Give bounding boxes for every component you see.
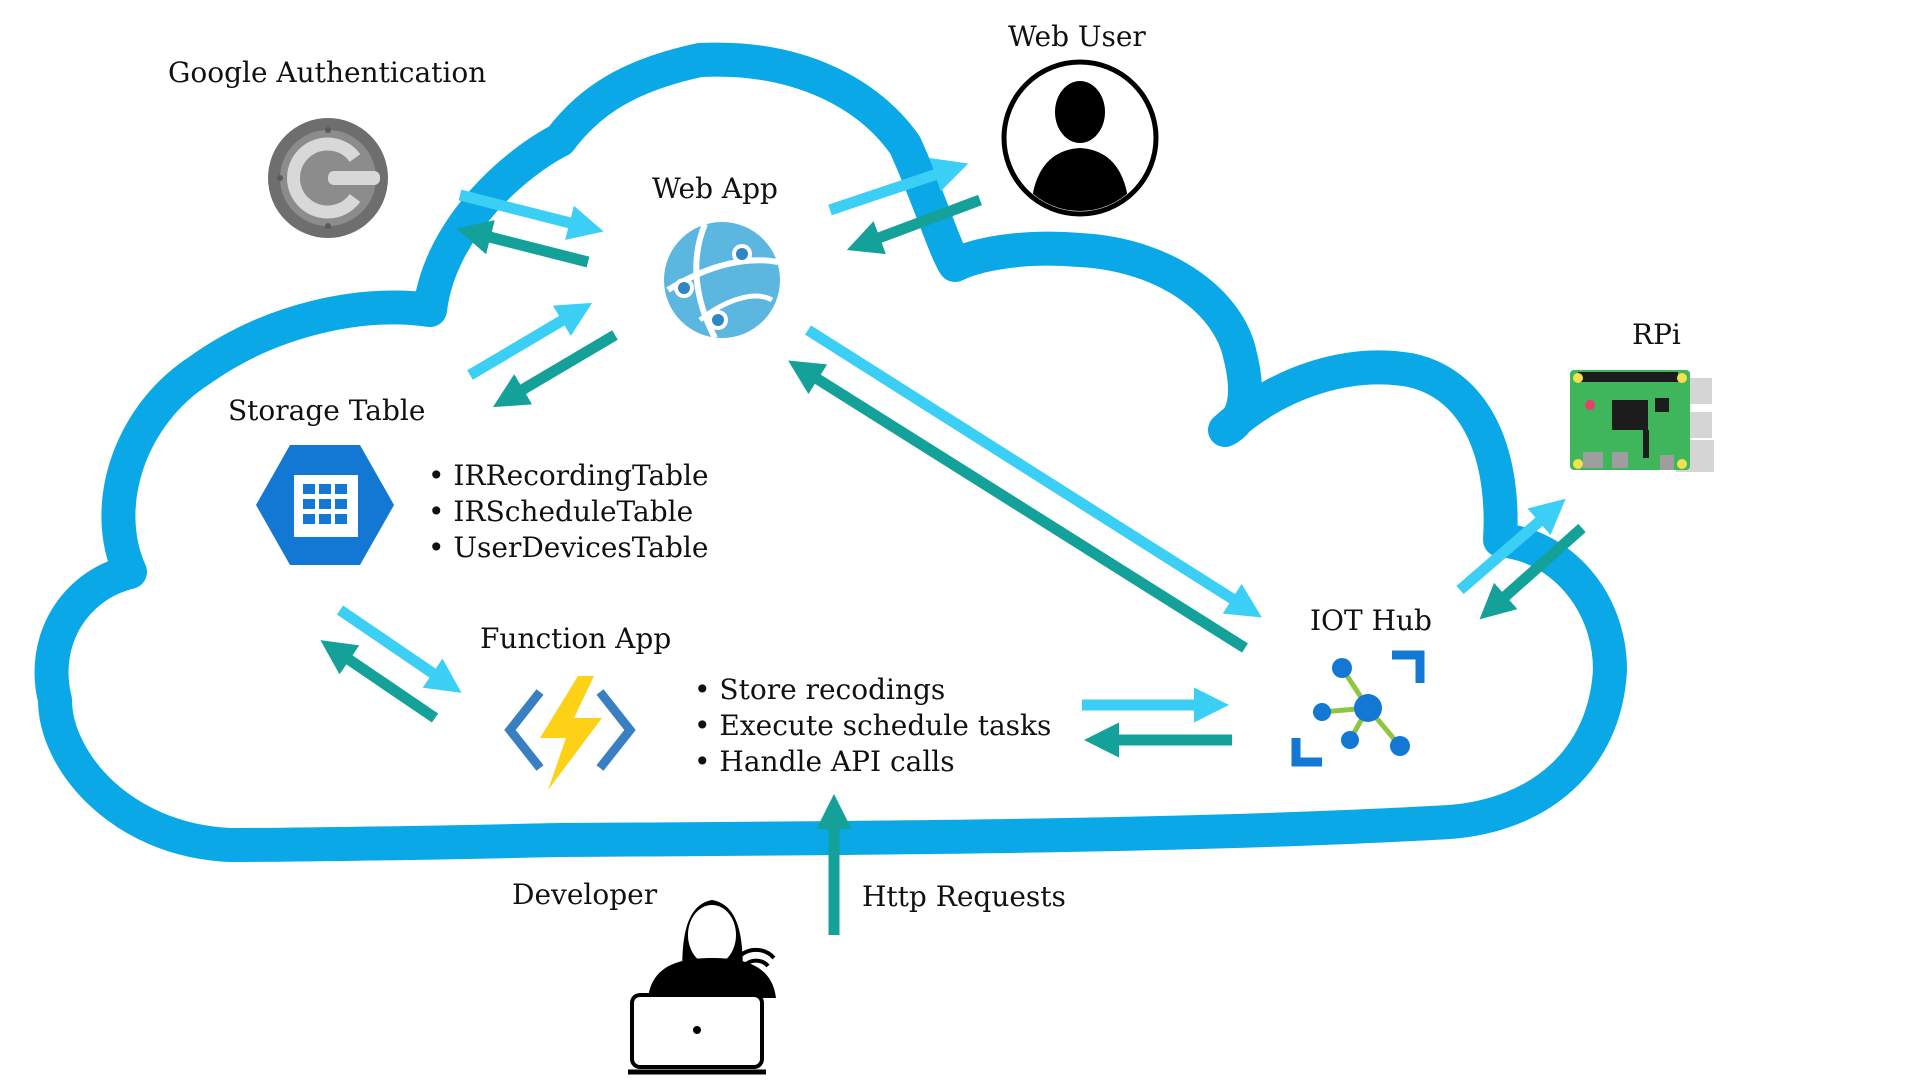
label-developer: Developer [512, 878, 658, 911]
arrow-iothub-to-webapp [788, 360, 1248, 653]
list-item: Handle API calls [694, 744, 1051, 780]
function-task-list: Store recodings Execute schedule tasks H… [694, 672, 1051, 780]
google-authenticator-icon [268, 118, 388, 238]
azure-web-app-icon [664, 222, 780, 340]
arrow-user-to-webapp [846, 194, 982, 255]
list-item: Store recodings [694, 672, 1051, 708]
list-item: IRScheduleTable [428, 494, 709, 530]
arrow-rpi-to-iothub [1479, 523, 1586, 620]
label-rpi: RPi [1632, 318, 1681, 351]
label-http-requests: Http Requests [862, 880, 1066, 913]
raspberry-pi-board-icon [1570, 370, 1714, 472]
user-silhouette-icon [1001, 59, 1159, 217]
list-item: UserDevicesTable [428, 530, 709, 566]
azure-function-app-icon [504, 676, 636, 790]
arrow-function-to-storage [320, 640, 439, 723]
arrow-webapp-to-google [456, 220, 590, 268]
arrow-google-to-webapp [458, 189, 604, 240]
label-google-authentication: Google Authentication [168, 56, 487, 89]
arrow-webapp-to-iothub [805, 325, 1262, 618]
list-item: IRRecordingTable [428, 458, 708, 494]
label-web-app: Web App [652, 172, 778, 205]
cloud-outline [34, 42, 1627, 862]
arrow-storage-to-function [336, 605, 462, 693]
label-iot-hub: IOT Hub [1310, 604, 1432, 637]
arrow-webapp-to-storage [492, 330, 618, 408]
arrow-storage-to-webapp [467, 302, 593, 380]
arrow-webapp-to-user [828, 158, 969, 216]
azure-iot-hub-icon [1291, 650, 1425, 767]
developer-laptop-icon [628, 900, 776, 1075]
storage-table-list: IRRecordingTable IRScheduleTable UserDev… [428, 458, 709, 566]
list-item: Execute schedule tasks [694, 708, 1051, 744]
azure-storage-table-icon [256, 445, 394, 565]
label-function-app: Function App [480, 622, 672, 655]
label-storage-table: Storage Table [228, 394, 426, 427]
arrow-iothub-to-rpi [1456, 498, 1566, 595]
label-web-user: Web User [1008, 20, 1146, 53]
